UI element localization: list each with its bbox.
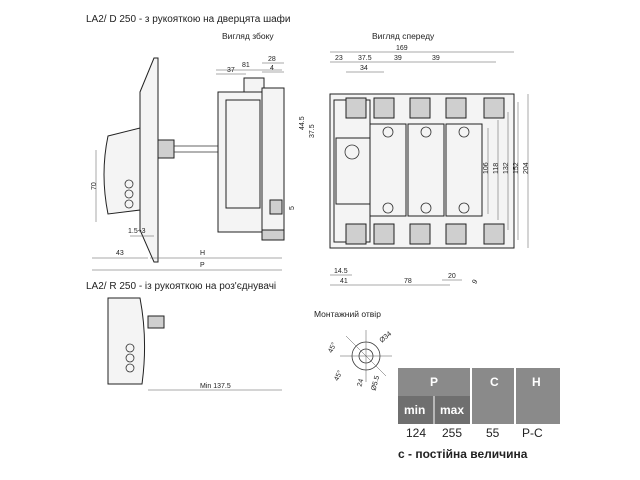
dim-14-5: 14.5 — [334, 268, 348, 275]
dim-70: 70 — [91, 182, 98, 190]
handle-body — [103, 127, 141, 215]
dim-106: 106 — [483, 162, 490, 174]
dim-39-b: 39 — [432, 55, 440, 62]
table-sub-min: min — [404, 403, 425, 417]
dim-118: 118 — [493, 163, 500, 174]
handle-hole-1 — [124, 179, 134, 189]
table-value-min: 124 — [406, 426, 426, 440]
caption-side-view: Вигляд збоку — [222, 31, 274, 41]
dim-min-137-5: Min 137.5 — [200, 383, 231, 390]
dim-41: 41 — [340, 278, 348, 285]
dim-P: P — [200, 262, 205, 269]
dim-4: 4 — [270, 65, 274, 72]
table-value-C: 55 — [486, 426, 500, 440]
title-connector-handle: LA2/ R 250 - із рукояткою на роз'єднувач… — [86, 281, 276, 292]
dim-37: 37 — [227, 67, 235, 74]
dim-5: 5 — [289, 206, 296, 210]
table-header-H: H — [532, 375, 541, 389]
dim-132: 132 — [503, 162, 510, 174]
front-view-drawing: 169 23 37.5 39 39 34 44.5 37.5 106 118 1… — [299, 45, 530, 285]
dim-43: 43 — [116, 250, 124, 257]
table-header-P: P — [430, 375, 438, 389]
dim-dia-5-5: Ø5.5 — [371, 375, 382, 392]
dim-39-a: 39 — [394, 55, 402, 62]
table-value-max: 255 — [442, 426, 462, 440]
handle-hole-3 — [124, 199, 134, 209]
dim-dia-34: Ø34 — [379, 330, 394, 344]
dim-78: 78 — [404, 278, 412, 285]
door-panel — [139, 57, 159, 263]
dim-37-5: 37.5 — [358, 55, 372, 62]
phase-module-3 — [445, 123, 483, 217]
dim-37-5-vertical: 37.5 — [309, 124, 316, 138]
table-header-C: C — [490, 375, 499, 389]
dim-angle-45-a: 45° — [326, 341, 338, 354]
dim-28: 28 — [268, 56, 276, 63]
dim-24: 24 — [357, 378, 366, 387]
mounting-hole-drawing: 45° 45° Ø34 24 Ø5.5 — [326, 330, 393, 391]
phase-module-1 — [369, 123, 407, 217]
constant-note: с - постійна величина — [398, 447, 528, 461]
dim-angle-45-b: 45° — [332, 369, 344, 382]
title-door-handle: LA2/ D 250 - з рукояткою на дверцята шаф… — [86, 13, 290, 25]
table-sub-max: max — [440, 403, 464, 417]
dim-204: 204 — [523, 162, 530, 174]
r-handle-body — [107, 297, 146, 385]
dim-34: 34 — [360, 65, 368, 72]
dim-152: 152 — [513, 162, 520, 174]
shaft-hole — [344, 144, 360, 160]
dim-44-5: 44.5 — [299, 116, 306, 130]
dim-20: 20 — [448, 273, 456, 280]
table-value-H: P-C — [522, 426, 543, 440]
shaft-coupling — [157, 139, 175, 159]
dim-81: 81 — [242, 62, 250, 69]
side-view-drawing: 81 37 28 4 70 1.5÷3 43 H P 5 — [91, 56, 296, 271]
phase-module-2 — [407, 123, 445, 217]
dim-9: 9 — [471, 279, 479, 286]
caption-mounting-hole: Монтажний отвір — [314, 309, 381, 319]
caption-front-view: Вигляд спереду — [372, 31, 435, 41]
dim-23: 23 — [335, 55, 343, 62]
dim-1-5-3: 1.5÷3 — [128, 228, 146, 235]
dim-169: 169 — [396, 45, 408, 52]
dimensions-table: P C H min max 124 255 55 P-C — [398, 368, 560, 440]
handle-hole-2 — [124, 189, 134, 199]
connector-handle-drawing: Min 137.5 — [107, 297, 282, 391]
dim-H: H — [200, 250, 205, 257]
